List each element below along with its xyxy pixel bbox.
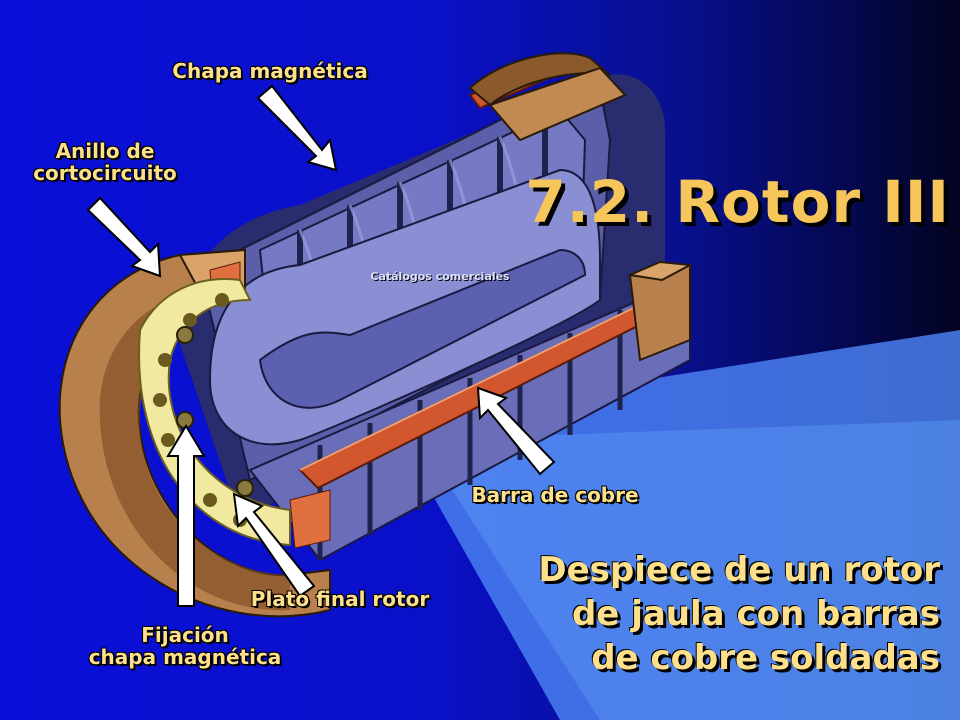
label-fijacion: Fijación chapa magnética <box>88 623 282 669</box>
label-barra-cobre: Barra de cobre <box>471 483 639 507</box>
back-ring <box>468 52 627 142</box>
arrow-barra <box>476 386 556 476</box>
arrow-anillo <box>86 196 162 278</box>
arrow-plato <box>232 492 316 598</box>
slide-caption: Despiece de un rotor de jaula con barras… <box>538 550 940 678</box>
arrow-fijacion <box>166 424 206 607</box>
arrows <box>86 84 556 607</box>
label-anillo-cortocircuito: Anillo de cortocircuito <box>33 139 177 185</box>
arrow-chapa <box>256 84 338 172</box>
label-chapa-magnetica: Chapa magnética <box>172 59 368 83</box>
label-plato-final: Plato final rotor <box>250 587 430 611</box>
source-credit: Catálogos comerciales <box>370 270 510 283</box>
slide-title: 7.2. Rotor III <box>525 168 950 236</box>
